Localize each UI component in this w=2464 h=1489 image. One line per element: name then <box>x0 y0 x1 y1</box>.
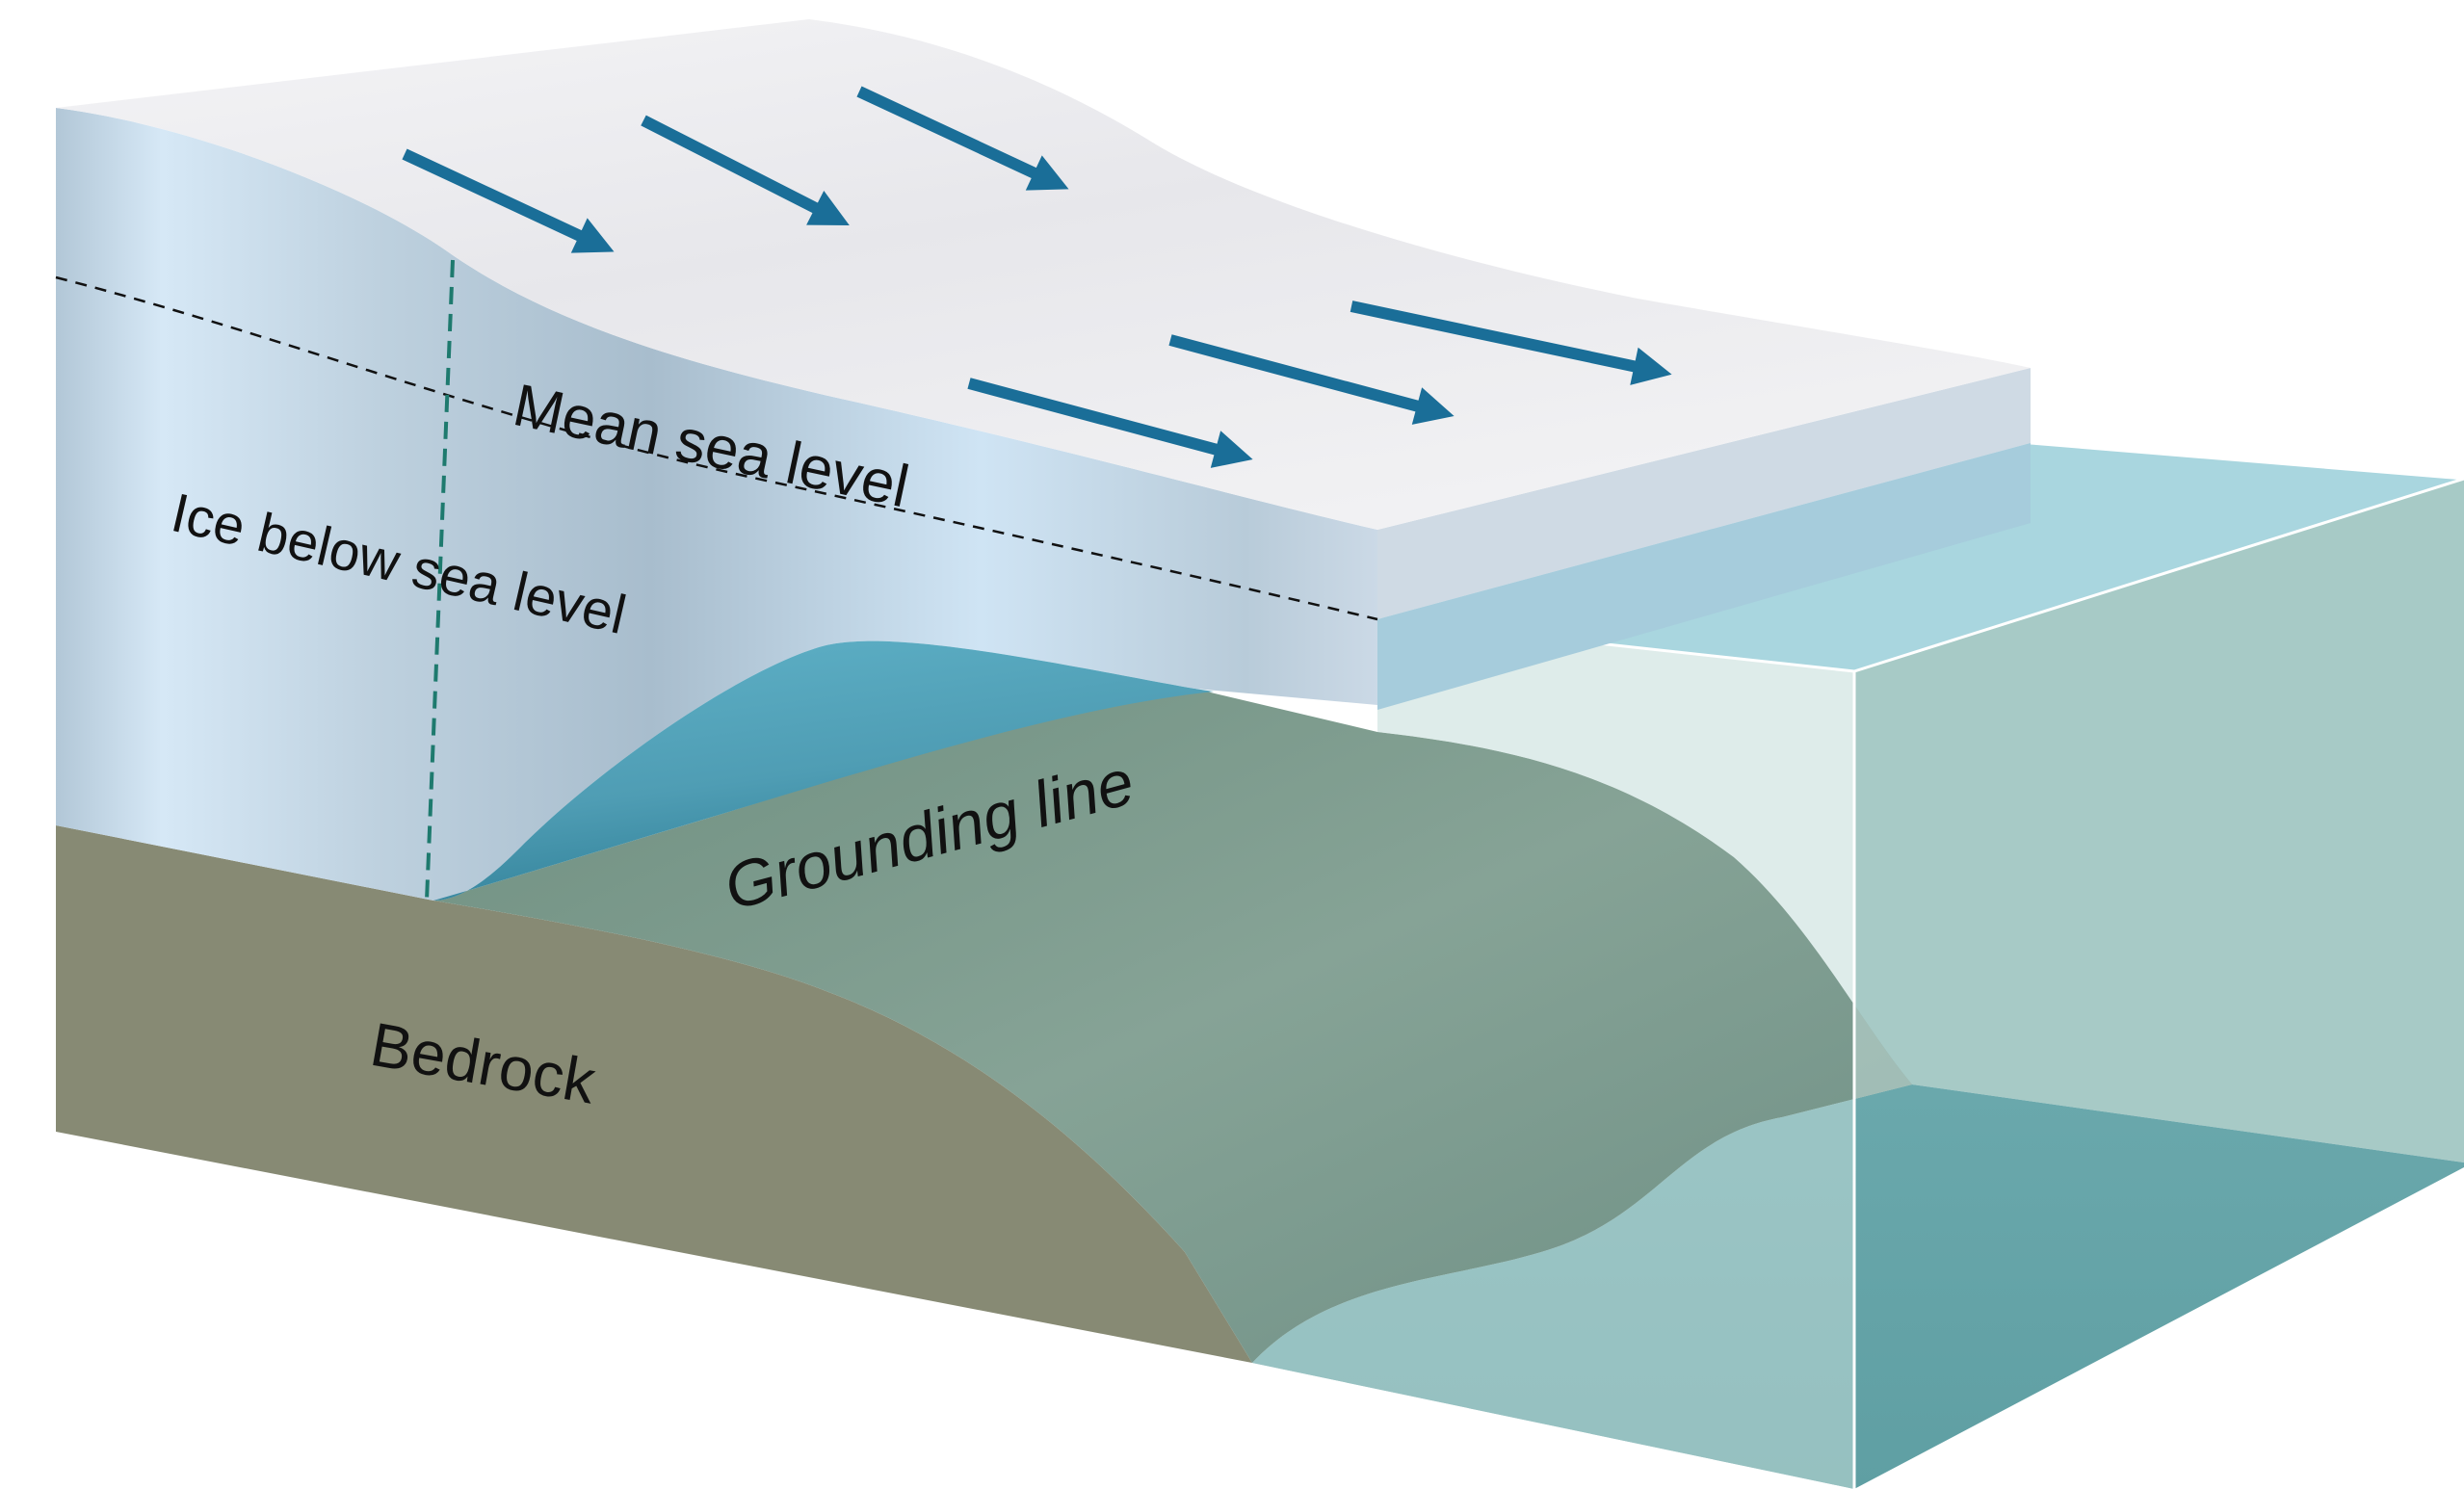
ice-flow-arrow-icon <box>402 148 615 253</box>
ice-shelf-edge <box>1377 368 2031 619</box>
ice-shelf-underwater <box>1377 443 2031 710</box>
ice-flow-arrows <box>402 86 1672 468</box>
mean-sea-level-line <box>55 275 1378 621</box>
ice-sheet-face <box>56 108 1377 901</box>
ocean-side-face <box>1854 479 2464 1162</box>
seafloor <box>433 689 1912 1363</box>
ice-flow-arrow-icon <box>856 86 1069 191</box>
ice-flow-arrow-icon <box>967 378 1253 468</box>
sub-shelf-cavity <box>433 640 1214 901</box>
ice-flow-arrow-icon <box>641 115 850 225</box>
ice-flow-arrow-icon <box>1350 300 1672 385</box>
bedrock-face <box>56 825 1252 1363</box>
ice-sheet-top-surface <box>56 19 2031 530</box>
ice-flow-arrow-icon <box>1168 334 1455 425</box>
ocean-front-face <box>1252 619 1912 1489</box>
